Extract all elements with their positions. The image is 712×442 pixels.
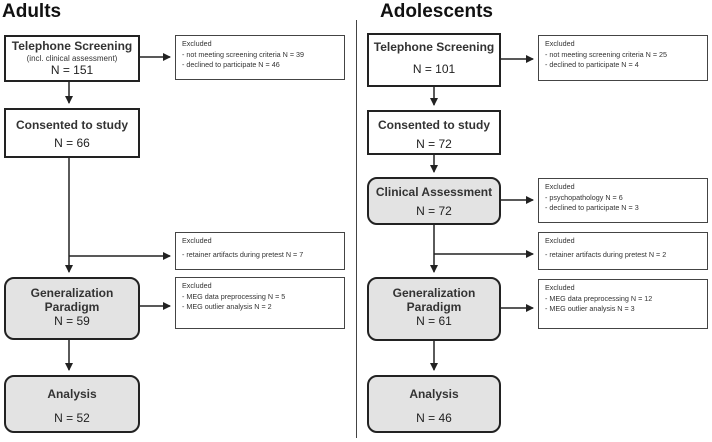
adol-excluded-screening: Excluded - not meeting screening criteri… xyxy=(538,35,708,81)
excluded-heading: Excluded xyxy=(182,39,212,48)
adult-analysis-box: Analysis N = 52 xyxy=(4,375,140,433)
adults-title: Adults xyxy=(2,1,62,22)
excluded-heading: Excluded xyxy=(545,39,575,48)
box-title: Analysis xyxy=(409,387,459,401)
box-title: Telephone Screening xyxy=(11,39,133,53)
box-count: N = 101 xyxy=(412,62,456,76)
adol-telephone-box: Telephone Screening N = 101 xyxy=(367,33,501,87)
excluded-item: - MEG data preprocessing N = 12 xyxy=(545,293,653,303)
adolescents-title: Adolescents xyxy=(380,1,493,22)
box-count: N = 72 xyxy=(416,204,452,218)
box-title: Consented to study xyxy=(15,118,128,132)
adult-excluded-pretest: Excluded - retainer artifacts during pre… xyxy=(175,232,345,270)
excluded-item: - not meeting screening criteria N = 39 xyxy=(182,49,305,59)
adult-generalization-box: Generalization Paradigm N = 59 xyxy=(4,277,140,340)
excluded-item: - retainer artifacts during pretest N = … xyxy=(545,249,667,259)
box-subtitle: (incl. clinical assessment) xyxy=(26,54,118,63)
excluded-item: - declined to participate N = 3 xyxy=(545,203,639,212)
adol-excluded-meg: Excluded - MEG data preprocessing N = 12… xyxy=(538,279,708,329)
adol-generalization-box: Generalization Paradigm N = 61 xyxy=(367,277,501,341)
box-title: Consented to study xyxy=(377,118,490,132)
excluded-item: - MEG outlier analysis N = 2 xyxy=(182,302,272,311)
excluded-item: - not meeting screening criteria N = 25 xyxy=(545,49,668,59)
box-count: N = 61 xyxy=(416,314,452,328)
excluded-item: - MEG outlier analysis N = 3 xyxy=(545,304,635,313)
column-divider xyxy=(356,20,357,438)
box-title-line2: Paradigm xyxy=(406,300,462,314)
adol-clinical-box: Clinical Assessment N = 72 xyxy=(367,177,501,225)
box-title-line2: Paradigm xyxy=(44,300,100,314)
box-title-line1: Generalization xyxy=(392,286,476,300)
excluded-item: - declined to participate N = 4 xyxy=(545,60,639,69)
box-title-line1: Generalization xyxy=(30,286,114,300)
box-count: N = 59 xyxy=(54,314,90,328)
box-title: Analysis xyxy=(47,387,97,401)
box-count: N = 66 xyxy=(54,136,90,150)
excluded-item: - retainer artifacts during pretest N = … xyxy=(182,249,304,259)
box-count: N = 151 xyxy=(50,63,94,77)
adol-excluded-pretest: Excluded - retainer artifacts during pre… xyxy=(538,232,708,270)
adol-consented-box: Consented to study N = 72 xyxy=(367,110,501,155)
box-title: Clinical Assessment xyxy=(375,185,493,199)
adult-telephone-box: Telephone Screening (incl. clinical asse… xyxy=(4,35,140,82)
excluded-heading: Excluded xyxy=(545,182,575,191)
adult-excluded-meg: Excluded - MEG data preprocessing N = 5 … xyxy=(175,277,345,329)
box-count: N = 46 xyxy=(416,411,452,425)
box-count: N = 72 xyxy=(416,137,452,151)
adult-consented-box: Consented to study N = 66 xyxy=(4,108,140,158)
excluded-item: - MEG data preprocessing N = 5 xyxy=(182,291,286,301)
excluded-item: - declined to participate N = 46 xyxy=(182,60,280,69)
excluded-item: - psychopathology N = 6 xyxy=(545,192,623,202)
adol-analysis-box: Analysis N = 46 xyxy=(367,375,501,433)
excluded-heading: Excluded xyxy=(182,281,212,290)
adol-excluded-clinical: Excluded - psychopathology N = 6 - decli… xyxy=(538,178,708,223)
excluded-heading: Excluded xyxy=(545,236,575,245)
excluded-heading: Excluded xyxy=(182,236,212,245)
adult-excluded-screening: Excluded - not meeting screening criteri… xyxy=(175,35,345,80)
excluded-heading: Excluded xyxy=(545,283,575,292)
box-title: Telephone Screening xyxy=(373,40,495,54)
box-count: N = 52 xyxy=(54,411,90,425)
